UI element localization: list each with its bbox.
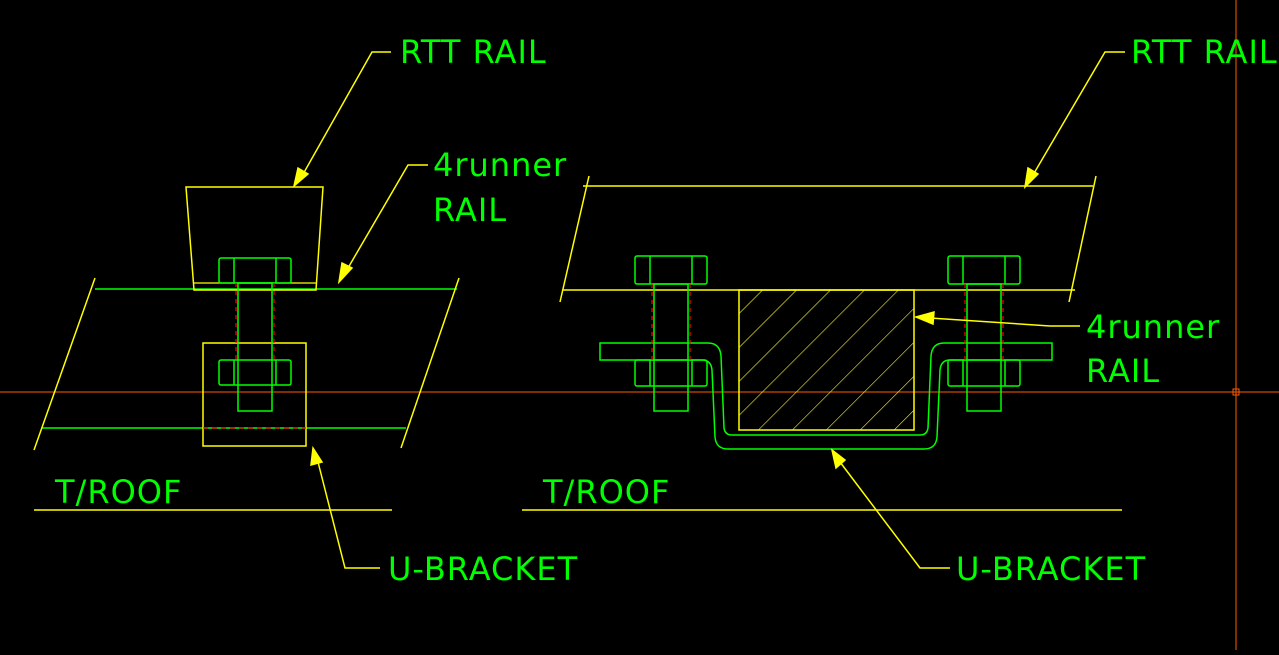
label-roof-left: T/ROOF [54,473,182,511]
bolt-right-1 [634,255,708,412]
label-rtt-rail-right: RTT RAIL [1131,33,1278,71]
rtt-rail-right [559,175,1097,303]
leaders-right [830,51,1125,569]
bolt-left [218,257,292,412]
left-detail: RTT RAIL 4runner RAIL T/ROOF U-BRACKET [33,33,578,588]
label-rail-left: RAIL [433,191,507,229]
label-4runner-left: 4runner [433,146,567,184]
label-rtt-rail-left: RTT RAIL [400,33,547,71]
bolt-right-2 [947,255,1021,412]
right-detail: RTT RAIL 4runner RAIL T/ROOF U-BRACKET [522,33,1278,588]
u-bracket-right [599,342,1053,450]
label-4runner-right: 4runner [1086,308,1220,346]
label-u-bracket-right: U-BRACKET [956,550,1146,588]
rtt-rail-left [185,186,324,291]
4runner-rail-left [33,277,460,451]
label-u-bracket-left: U-BRACKET [388,550,578,588]
label-roof-right: T/ROOF [542,473,670,511]
label-rail-right: RAIL [1086,352,1160,390]
u-bracket-left [202,342,307,447]
4runner-rail-right [738,289,915,431]
leaders-left [292,51,428,569]
